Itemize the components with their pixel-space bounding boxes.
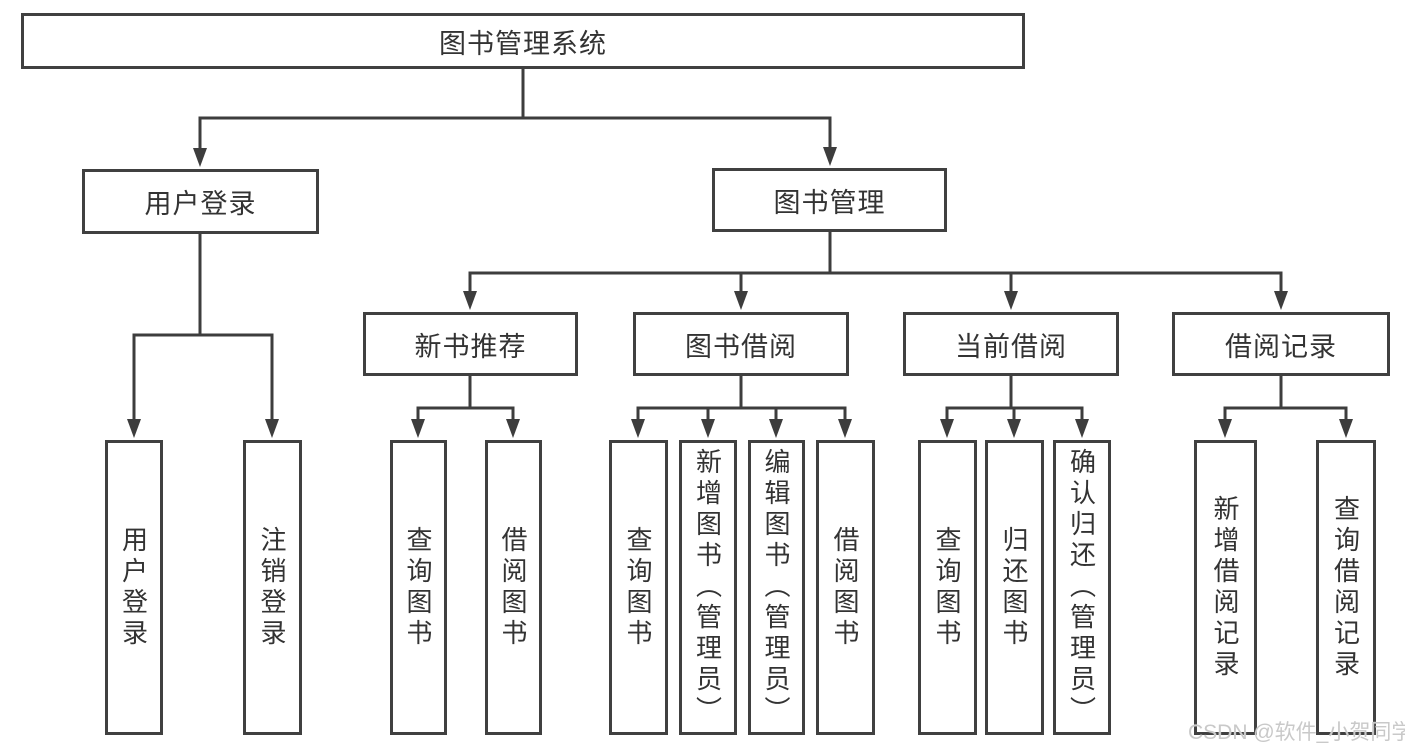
- node-borrow-records-label: 借阅记录: [1225, 331, 1337, 362]
- node-borrow-records: 借阅记录: [1172, 312, 1390, 376]
- node-book-borrowing-label: 图书借阅: [685, 331, 797, 362]
- node-current-borrowing-label: 当前借阅: [955, 331, 1067, 362]
- leaf-query-borrow-record: 查询借阅记录: [1316, 440, 1376, 735]
- leaf-add-borrow-record-label: 新增借阅记录: [1210, 494, 1240, 681]
- leaf-return-books: 归还图书: [985, 440, 1044, 735]
- leaf-add-borrow-record: 新增借阅记录: [1194, 440, 1257, 735]
- leaf-edit-books-admin: 编辑图书（管理员）: [748, 440, 805, 735]
- leaf-logout: 注销登录: [243, 440, 302, 735]
- leaf-confirm-return-admin-label: 确认归还（管理员）: [1066, 448, 1097, 727]
- leaf-confirm-return-admin: 确认归还（管理员）: [1053, 440, 1111, 735]
- arrowheads: [127, 147, 1353, 438]
- node-book-borrowing: 图书借阅: [633, 312, 849, 376]
- node-new-book-recommend-label: 新书推荐: [414, 331, 527, 362]
- leaf-logout-label: 注销登录: [257, 525, 287, 650]
- csdn-watermark: CSDN @软件_小贺同学: [1188, 721, 1405, 744]
- node-book-management: 图书管理: [712, 168, 947, 232]
- node-user-login: 用户登录: [82, 169, 319, 234]
- node-current-borrowing: 当前借阅: [903, 312, 1119, 376]
- leaf-return-books-label: 归还图书: [999, 525, 1029, 650]
- leaf-newbook-query-books: 查询图书: [390, 440, 447, 735]
- leaf-borrow-query-books-label: 查询图书: [623, 525, 653, 650]
- leaf-user-login: 用户登录: [105, 440, 163, 735]
- node-new-book-recommend: 新书推荐: [363, 312, 578, 376]
- leaf-borrow-query-books: 查询图书: [609, 440, 668, 735]
- leaf-current-query-books-label: 查询图书: [932, 525, 962, 650]
- leaf-current-query-books: 查询图书: [918, 440, 977, 735]
- leaf-add-books-admin: 新增图书（管理员）: [679, 440, 737, 735]
- leaf-newbook-borrow-books-label: 借阅图书: [498, 525, 528, 650]
- leaf-borrow-books: 借阅图书: [816, 440, 875, 735]
- leaf-edit-books-admin-label: 编辑图书（管理员）: [761, 448, 791, 727]
- leaf-user-login-label: 用户登录: [118, 525, 149, 650]
- leaf-newbook-query-books-label: 查询图书: [403, 525, 433, 650]
- node-root-label: 图书管理系统: [439, 28, 607, 59]
- leaf-query-borrow-record-label: 查询借阅记录: [1330, 494, 1361, 681]
- node-book-management-label: 图书管理: [773, 187, 886, 218]
- node-root-system: 图书管理系统: [21, 13, 1025, 69]
- leaf-add-books-admin-label: 新增图书（管理员）: [692, 448, 723, 727]
- leaf-newbook-borrow-books: 借阅图书: [485, 440, 542, 735]
- leaf-borrow-books-label: 借阅图书: [830, 525, 860, 650]
- node-user-login-label: 用户登录: [144, 189, 257, 219]
